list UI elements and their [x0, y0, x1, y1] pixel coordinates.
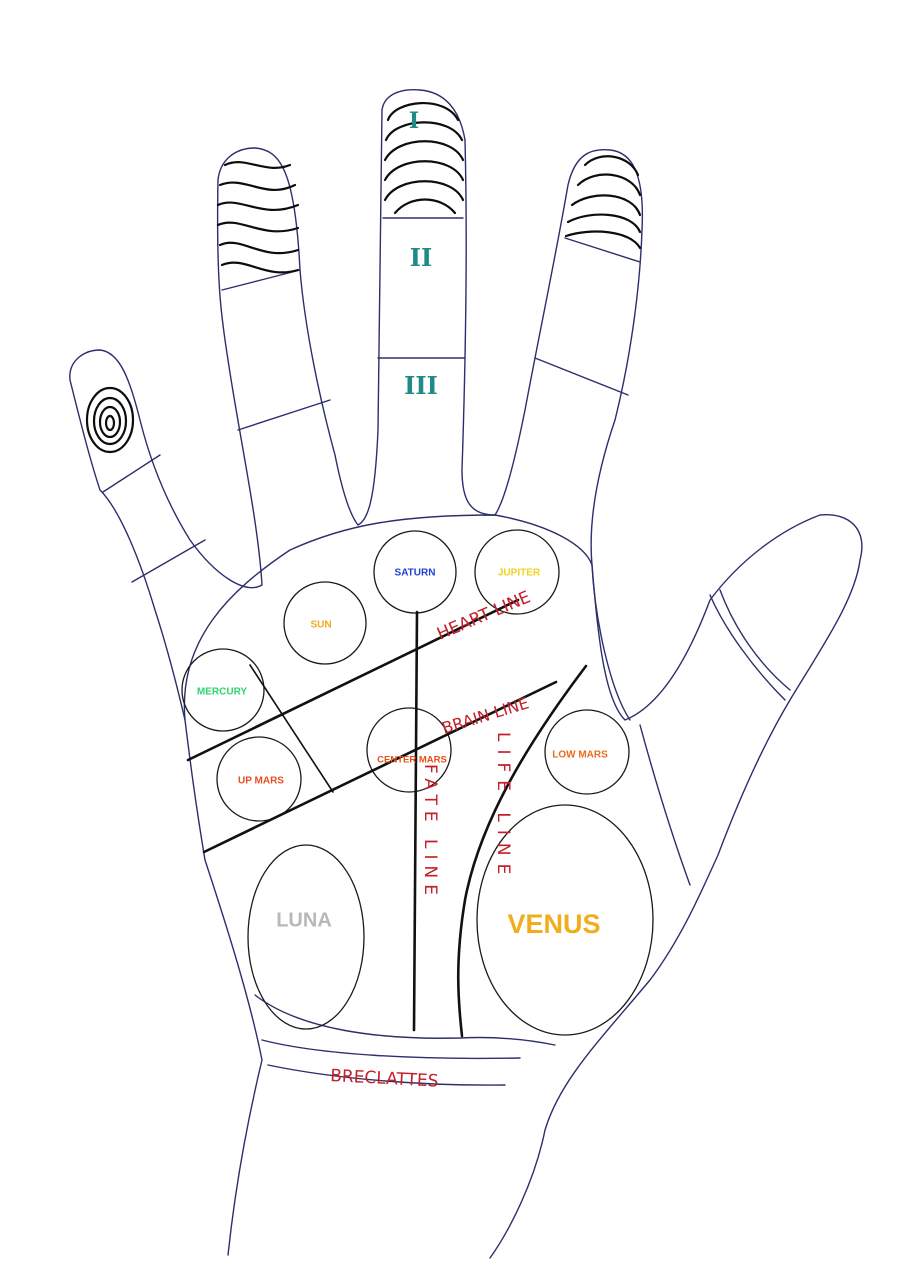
- ring-finger-joint-2: [238, 400, 330, 430]
- wrist-boundary: [255, 995, 555, 1045]
- sun-label: SUN: [310, 620, 331, 631]
- little-finger-print: [87, 388, 133, 452]
- index-finger-joint-1: [565, 238, 640, 262]
- phalanx-mark-3: III: [404, 371, 438, 400]
- bracelet-line-upper: [262, 1040, 520, 1058]
- life-line-label: LIFE LINE: [493, 732, 513, 882]
- jupiter-label: JUPITER: [498, 568, 541, 579]
- luna-mount-ellipse: [248, 845, 364, 1029]
- ring-finger-print: [218, 162, 298, 272]
- bracelets-label: BRECLATTES: [330, 1066, 439, 1092]
- middle-finger-print: [385, 103, 463, 213]
- hand-outline: [70, 90, 862, 1258]
- mercury-label: MERCURY: [197, 687, 248, 698]
- index-finger-joint-2: [535, 358, 628, 395]
- up-mars-label: UP MARS: [238, 776, 284, 787]
- phalanx-mark-2: II: [410, 243, 432, 272]
- phalanx-mark-1: I: [409, 108, 419, 134]
- thumb-crease: [710, 595, 785, 700]
- thumb-crease-2: [720, 590, 790, 690]
- luna-label: LUNA: [276, 909, 332, 931]
- fate-line-label: FATE LINE: [420, 764, 440, 901]
- thumb-base-line: [640, 725, 690, 885]
- low-mars-label: LOW MARS: [552, 750, 608, 761]
- fate-line: [414, 612, 417, 1030]
- venus-label: VENUS: [507, 909, 600, 939]
- index-finger-print: [566, 156, 640, 248]
- mercury-branch-line: [250, 665, 333, 792]
- little-finger-joint-1: [103, 455, 160, 492]
- brain-line-label: BRAIN LINE: [440, 693, 532, 737]
- saturn-label: SATURN: [395, 568, 436, 579]
- little-finger-joint-2: [132, 540, 205, 582]
- palm-boundary: [184, 515, 630, 720]
